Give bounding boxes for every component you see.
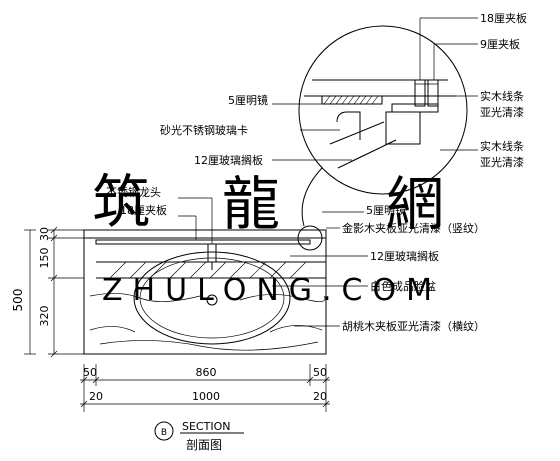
detail-leaders — [272, 17, 478, 161]
label-glass-shelf: 12厘玻璃搁板 — [370, 249, 439, 263]
label-18mm-board: 18厘夹板 — [120, 203, 167, 217]
label-matte-varnish-2: 亚光清漆 — [480, 155, 524, 169]
elevation-labels: 不锈钢龙头 18厘夹板 5厘明镜 金影木夹板亚光清漆（竖纹） 12厘玻璃搁板 白… — [106, 186, 485, 333]
label-mirror: 5厘明镜 — [366, 203, 406, 217]
shelf-hatch — [109, 261, 307, 279]
watermark-latin: ZHULONG.COM — [102, 273, 442, 308]
elevation-leaders — [178, 197, 368, 327]
dim-width-20-left: 20 — [89, 390, 103, 403]
dim-width-860: 860 — [196, 366, 217, 379]
dim-width-20-right: 20 — [313, 390, 327, 403]
vertical-dimensions: 500 30 150 320 — [11, 226, 84, 358]
label-mirror-detail: 5厘明镜 — [228, 93, 268, 107]
title-section: SECTION — [182, 420, 230, 433]
horizontal-dimensions: 50 860 50 20 1000 20 — [80, 364, 330, 412]
watermark-char-2: 龍 — [222, 170, 280, 238]
title-subtitle: 剖面图 — [186, 438, 222, 452]
label-veneer-horizontal: 胡桃木夹板亚光清漆（横纹） — [342, 319, 485, 333]
watermark: 筑 龍 網 ZHULONG.COM — [92, 168, 444, 308]
detail-circle — [298, 25, 468, 227]
dim-height-320: 320 — [38, 306, 51, 327]
title-block: B SECTION 剖面图 — [154, 420, 244, 452]
label-steel-faucet: 不锈钢龙头 — [106, 186, 161, 199]
label-glass-shelf-detail: 12厘玻璃搁板 — [194, 153, 263, 167]
dim-height-150: 150 — [38, 248, 51, 269]
label-top-9mm-board: 9厘夹板 — [480, 37, 520, 51]
title-marker: B — [161, 428, 167, 438]
dim-height-total: 500 — [11, 289, 25, 312]
dim-width-50-left: 50 — [83, 366, 97, 379]
label-solid-wood-trim-2: 实木线条 — [480, 139, 524, 153]
dim-width-50-right: 50 — [313, 366, 327, 379]
label-veneer-vertical: 金影木夹板亚光清漆（竖纹） — [342, 221, 485, 235]
label-white-basin: 白色成品脸盆 — [370, 279, 436, 293]
mirror-hatch — [323, 95, 379, 105]
watermark-char-3: 網 — [386, 170, 444, 238]
vanity-elevation — [83, 225, 327, 355]
dim-width-1000: 1000 — [192, 390, 220, 403]
label-matte-varnish-1: 亚光清漆 — [480, 105, 524, 119]
dim-height-30: 30 — [38, 227, 51, 241]
label-brushed-steel-clip: 砂光不锈钢玻璃卡 — [160, 123, 248, 137]
label-solid-wood-trim-1: 实木线条 — [480, 89, 524, 103]
detail-labels: 18厘夹板 9厘夹板 5厘明镜 实木线条 亚光清漆 砂光不锈钢玻璃卡 实木线条 … — [160, 11, 527, 169]
label-top-18mm-board: 18厘夹板 — [480, 11, 527, 25]
watermark-char-1: 筑 — [92, 168, 150, 236]
